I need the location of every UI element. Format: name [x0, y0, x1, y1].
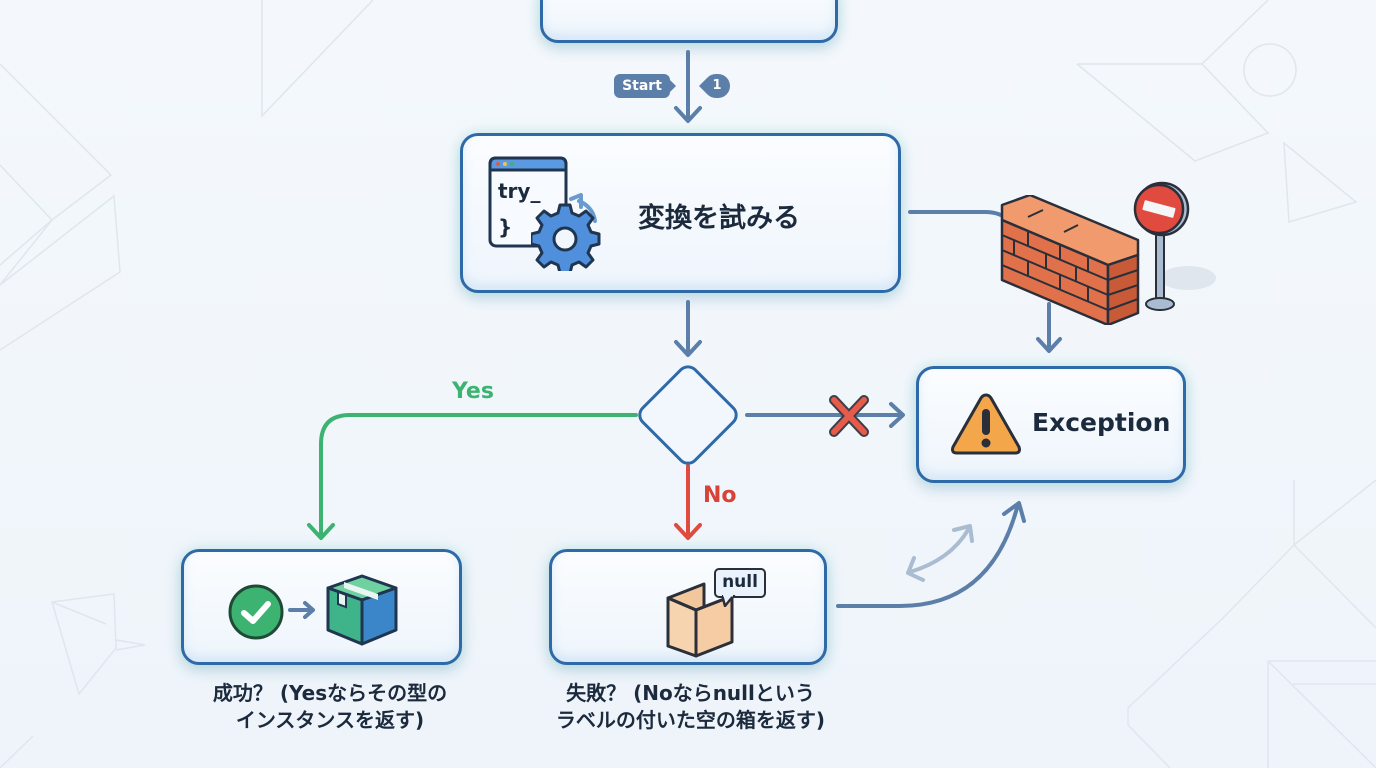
failure-caption: 失敗？ (Noならnullという ラベルの付いた空の箱を返す)	[518, 680, 863, 734]
null-label: null	[722, 572, 758, 592]
success-caption-line2: インスタンスを返す)	[235, 708, 425, 732]
wall-to-exception-arrow	[1036, 302, 1062, 353]
svg-text:}: }	[498, 215, 512, 239]
previous-node	[540, 0, 838, 43]
exception-node[interactable]: Exception	[916, 366, 1186, 483]
failure-to-exception-arrow	[836, 501, 1026, 608]
exception-node-title: Exception	[1032, 408, 1171, 437]
no-path-arrow	[674, 464, 702, 540]
start-tag-pointer	[668, 78, 676, 94]
success-caption: 成功？ (Yesならその型の インスタンスを返す)	[170, 680, 490, 734]
package-box-icon	[326, 574, 398, 646]
start-tag-label: Start	[622, 78, 662, 94]
check-circle-icon	[228, 584, 284, 640]
start-tag: Start	[614, 74, 670, 98]
empty-box-icon	[666, 582, 734, 658]
no-label: No	[703, 483, 737, 508]
small-arrow-icon	[288, 601, 315, 619]
try-to-decision-arrow	[674, 300, 702, 357]
retry-bidirectional-arrow	[906, 524, 974, 582]
brick-wall-icon	[1000, 195, 1140, 325]
success-node[interactable]	[181, 549, 462, 665]
success-caption-line1: 成功？ (Yesならその型の	[212, 681, 448, 705]
try-convert-node[interactable]: try_ } 変換を試みる	[460, 133, 901, 293]
null-speech-bubble: null	[714, 568, 766, 598]
gear-icon	[531, 193, 601, 271]
warning-triangle-icon	[951, 393, 1021, 455]
try-node-title: 変換を試みる	[638, 203, 800, 234]
svg-text:try_: try_	[498, 179, 540, 203]
start-arrow	[674, 50, 702, 123]
failure-caption-line1: 失敗？ (Noならnullという	[566, 681, 815, 705]
failure-caption-line2: ラベルの付いた空の箱を返す)	[555, 708, 826, 732]
step-badge: 1	[704, 74, 730, 98]
try-to-wall-connector	[908, 210, 1010, 222]
decision-to-exception-arrow	[745, 402, 905, 428]
no-entry-sign-icon	[1133, 181, 1216, 311]
red-x-icon	[829, 395, 869, 437]
yes-path-arrow	[307, 413, 638, 540]
decision-diamond	[638, 365, 738, 465]
failure-node[interactable]: null	[549, 549, 827, 665]
step-badge-number: 1	[712, 78, 722, 93]
speech-bubble-tail	[722, 595, 736, 607]
yes-label: Yes	[452, 379, 494, 404]
